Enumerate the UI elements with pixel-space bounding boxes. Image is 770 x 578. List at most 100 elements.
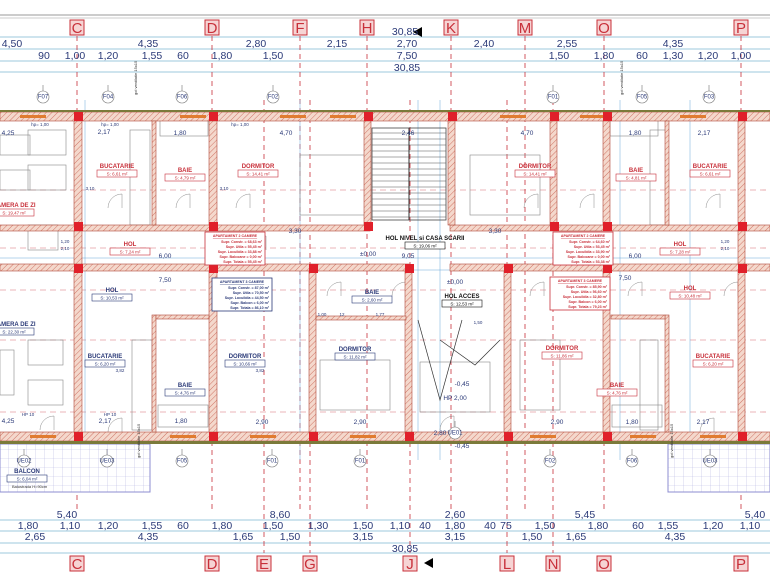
ventilation-label: gol ventilatie 15x15 — [619, 60, 624, 95]
structural-column — [209, 222, 218, 231]
room-area-box — [669, 291, 711, 300]
dimension-annotation: hp= 1,00 — [231, 122, 249, 127]
apartment-summary-box — [552, 231, 614, 266]
door-swing — [523, 193, 539, 209]
dimension-text: 2,40 — [474, 38, 495, 50]
dimension-text: 1,65 — [566, 531, 587, 543]
dimension-annotation: 12 — [339, 312, 345, 317]
window-tag-bubble — [448, 426, 462, 440]
window-opening — [680, 115, 706, 118]
apartment-area-line: Supr. Balcon = 6,00 m² — [231, 301, 270, 305]
dimension-text: 1,20 — [98, 50, 119, 62]
structural-column — [209, 432, 218, 441]
apartment-title: APARTAMENT 2 CAMERE — [213, 234, 258, 238]
furniture-outline — [0, 349, 15, 396]
wall — [308, 270, 317, 433]
door-swing — [235, 193, 251, 209]
window-opening — [20, 115, 46, 118]
dimension-text: 1,50 — [263, 50, 284, 62]
dimension-text: 8,60 — [270, 509, 291, 521]
furniture-outline — [319, 359, 391, 411]
room-area-box — [596, 388, 638, 397]
room-area-box — [541, 351, 583, 360]
dimension-text: 2,80 — [246, 38, 267, 50]
window-tag-label: F01 — [548, 95, 559, 101]
room-area: S: 6,04 m² — [17, 476, 38, 481]
dimension-annotation: 2,17 — [99, 418, 112, 425]
window-tag-label: F02 — [545, 459, 556, 465]
room-area: S: 11,86 m² — [551, 353, 574, 358]
apartment-area-line: Supr. Totala = 55,45 m² — [223, 260, 263, 264]
structural-column — [209, 112, 218, 121]
section-arrow-icon — [413, 27, 422, 37]
dimension-annotation: 9,05 — [402, 253, 415, 260]
dimension-annotation: 2,90 — [551, 419, 564, 426]
grid-axis-label: K — [446, 20, 456, 37]
window-tag-bubble — [543, 454, 557, 468]
grid-axis-label: H — [362, 20, 373, 37]
room-area-box — [351, 295, 393, 304]
room-area: S: 6,20 m² — [95, 361, 116, 366]
door-swing — [391, 281, 407, 297]
wall — [155, 314, 210, 320]
dimension-text: 1,55 — [658, 520, 679, 532]
dimension-annotation: 4,70 — [280, 130, 293, 137]
grid-axis-label: N — [548, 556, 559, 573]
wall — [73, 120, 83, 226]
dimension-annotation: 2,90 — [256, 419, 269, 426]
dimension-annotation: 4,70 — [521, 130, 534, 137]
furniture — [0, 117, 770, 493]
window-opening — [500, 115, 526, 118]
grid-axis-label: F — [295, 20, 304, 37]
structural-column — [74, 432, 83, 441]
dimension-annotation: 6,00 — [629, 253, 642, 260]
grid-axis-marker — [517, 19, 533, 36]
apartment-area-line: Supr. Constr. = 68,63 m² — [221, 240, 263, 244]
room-area: S: 22,30 m² — [2, 329, 26, 334]
room-name: BAIE — [610, 383, 624, 389]
structural-column — [309, 432, 318, 441]
wall — [0, 111, 770, 122]
room-area-box — [692, 359, 734, 368]
dimension-text: 60 — [177, 50, 189, 62]
wall — [151, 120, 157, 226]
room-name: BUCATARIE — [100, 164, 134, 170]
window-tag-bubble — [635, 90, 649, 104]
dimension-annotation: 1,80 — [629, 130, 642, 137]
door-swing — [39, 415, 55, 431]
dimension-annotation: hp= 1,00 — [31, 122, 49, 127]
room-area: S: 6,20 m² — [703, 361, 724, 366]
dimension-text: 1,10 — [740, 520, 761, 532]
door-swing — [723, 281, 739, 297]
grid-axis-marker — [69, 555, 85, 572]
room-area: S: 4,76 m² — [175, 390, 196, 395]
apartment-area-line: Supr. Totala = 86,10 m² — [230, 306, 270, 310]
dimension-annotation: 2,10 — [721, 246, 730, 251]
door-swing — [107, 417, 123, 433]
window-tag-bubble — [546, 90, 560, 104]
apartment-area-line: Supr. Utila = 55,45 m² — [226, 245, 263, 249]
dimension-text: 4,50 — [2, 38, 23, 50]
room-name: HOL — [674, 242, 687, 248]
apartment-area-line: Supr. Balcon = 6,00 m² — [569, 300, 608, 304]
door-swing — [579, 193, 595, 209]
wall — [610, 314, 666, 320]
window-tag-bubble — [703, 454, 717, 468]
room-area: S: 6,61 m² — [700, 171, 721, 176]
furniture-outline — [0, 134, 31, 156]
furniture-outline — [419, 361, 491, 413]
structural-column — [405, 264, 414, 273]
window-tag-label: UE02 — [16, 459, 32, 465]
apartment-area-line: Supr. Locuibila = 33,88 m² — [218, 250, 263, 254]
door-swing — [175, 193, 191, 209]
apartment-summary-box — [204, 231, 266, 266]
room-area-box — [91, 293, 133, 302]
wall — [737, 270, 746, 433]
door-swing — [705, 193, 721, 209]
dimension-text: 1,50 — [280, 531, 301, 543]
window-tag-label: F01 — [355, 459, 366, 465]
dimension-text: 1,50 — [353, 520, 374, 532]
exterior-insulation — [0, 110, 770, 112]
apartment-area-line: Supr. Locuibila = 33,90 m² — [566, 250, 611, 254]
structural-column — [738, 222, 747, 231]
